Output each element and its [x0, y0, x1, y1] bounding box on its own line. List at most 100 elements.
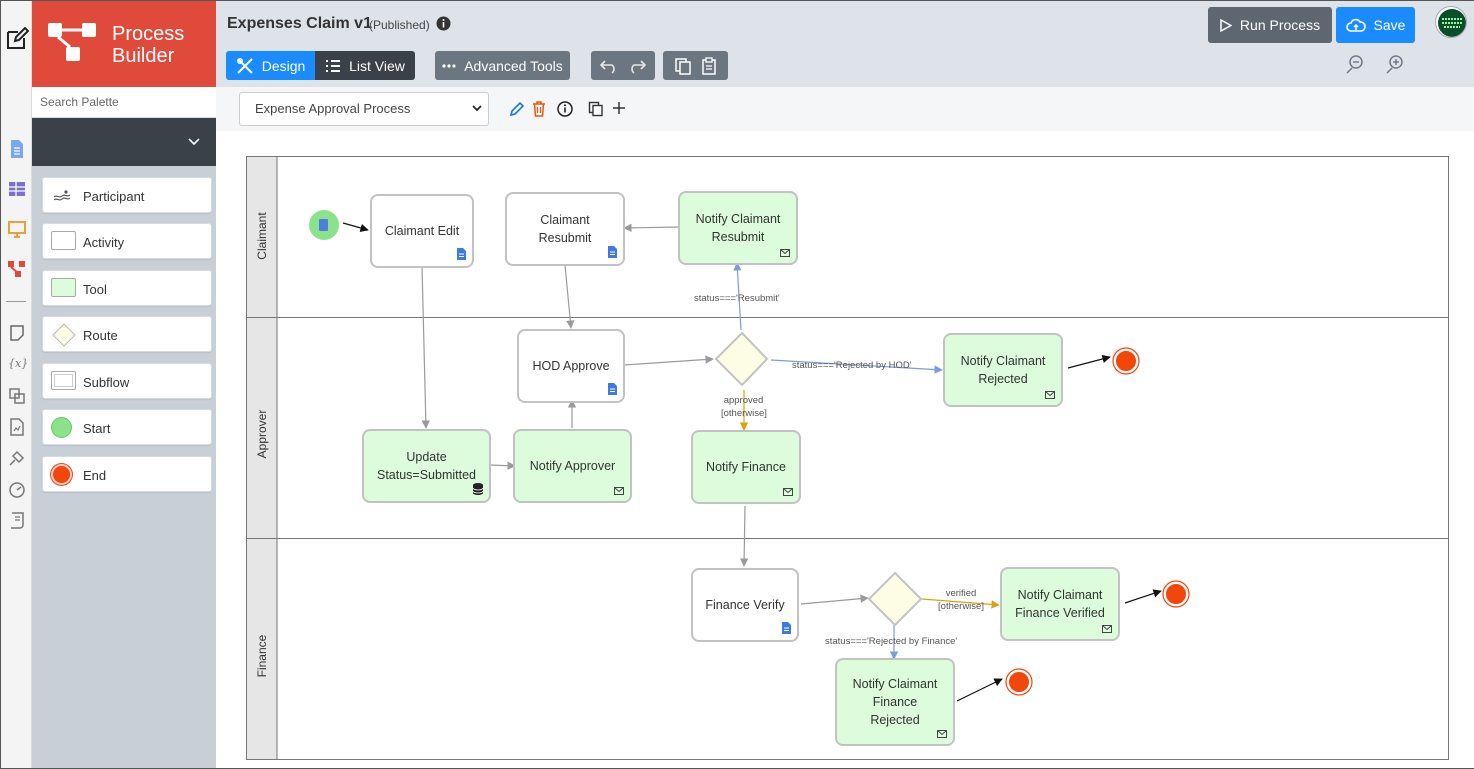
note-icon[interactable] — [7, 323, 27, 343]
copy-icon[interactable] — [674, 57, 692, 75]
design-tab[interactable]: Design — [226, 51, 315, 80]
palette-item-subflow[interactable]: Subflow — [42, 363, 212, 399]
email-icon — [614, 487, 624, 495]
paste-icon[interactable] — [700, 56, 718, 75]
advanced-tools-label: Advanced Tools — [464, 57, 563, 74]
email-icon — [783, 488, 793, 496]
report-icon[interactable] — [7, 417, 27, 437]
run-process-label: Run Process — [1239, 17, 1321, 33]
save-button[interactable]: Save — [1336, 7, 1415, 43]
palette-item-start[interactable]: Start — [42, 409, 212, 445]
transition-label[interactable]: status==='Rejected by Finance' — [825, 636, 958, 647]
chevron-down-icon — [188, 138, 200, 146]
add-process-icon[interactable] — [612, 101, 626, 115]
palette-item-participant[interactable]: Participant — [42, 177, 212, 213]
userview-icon[interactable] — [7, 219, 27, 239]
form-icon — [608, 246, 617, 258]
edit-icon[interactable] — [5, 27, 29, 51]
palette-item-label: Activity — [83, 235, 125, 250]
end-node[interactable] — [1114, 349, 1138, 373]
participant-icon — [53, 190, 71, 201]
tool-notify-approver[interactable]: Notify Approver — [513, 429, 632, 503]
chevron-down-icon — [472, 105, 482, 112]
form-icon[interactable] — [7, 139, 27, 159]
end-node[interactable] — [1164, 582, 1188, 606]
palette-item-activity[interactable]: Activity — [42, 223, 212, 259]
palette-search-input[interactable] — [32, 87, 216, 118]
start-icon — [51, 417, 72, 438]
palette-item-label: Start — [83, 421, 111, 436]
form-icon — [457, 248, 466, 260]
node-label: Claimant Edit — [384, 224, 460, 238]
undo-icon[interactable] — [599, 58, 619, 74]
palette-list: Participant Activity Tool Route Subflow … — [32, 166, 246, 768]
tool-notify-finance[interactable]: Notify Finance — [691, 430, 801, 504]
performance-icon[interactable] — [7, 479, 27, 499]
palette-item-end[interactable]: End — [42, 456, 212, 492]
process-builder-logo-icon — [48, 23, 96, 61]
palette-item-label: Subflow — [83, 375, 130, 390]
activity-claimant-resubmit[interactable]: Claimant Resubmit — [505, 192, 625, 266]
tool-notify-claimant-resubmit[interactable]: Notify Claimant Resubmit — [678, 191, 798, 265]
side-icon-bar: {x} — [1, 1, 32, 768]
lane-label-claimant: Claimant — [255, 212, 269, 260]
gateway-route-approver[interactable] — [714, 331, 769, 387]
logs-icon[interactable] — [7, 510, 27, 530]
translate-icon[interactable] — [7, 386, 27, 406]
redo-icon[interactable] — [627, 58, 647, 74]
delete-process-icon[interactable] — [532, 101, 546, 117]
transition-label-verified[interactable]: verified [otherwise] — [936, 587, 986, 613]
zoom-in-icon[interactable] — [1385, 54, 1405, 74]
activity-claimant-edit[interactable]: Claimant Edit — [370, 194, 474, 268]
cloud-upload-icon — [1345, 18, 1366, 32]
node-label: Notify Claimant Finance Rejected — [852, 677, 938, 727]
transition-label-approved[interactable]: approved [otherwise] — [721, 394, 767, 420]
transition-label[interactable]: status==='Resubmit' — [694, 293, 780, 304]
zoom-out-icon[interactable] — [1345, 54, 1365, 74]
palette-item-label: Participant — [83, 189, 145, 204]
transition-otherwise: [otherwise] — [721, 408, 767, 419]
tool-notify-claimant-finance-verified[interactable]: Notify Claimant Finance Verified — [1000, 567, 1120, 641]
node-label: Update Status=Submitted — [376, 450, 477, 482]
variable-icon[interactable]: {x} — [7, 353, 27, 373]
process-info-icon[interactable] — [557, 101, 573, 117]
avatar[interactable] — [1435, 6, 1467, 38]
palette-item-route[interactable]: Route — [42, 316, 212, 352]
activity-finance-verify[interactable]: Finance Verify — [691, 568, 799, 642]
transition-condition: approved — [723, 395, 764, 406]
lane-header-column — [247, 157, 277, 759]
activity-hod-approve[interactable]: HOD Approve — [517, 329, 625, 403]
copy-paste-group — [663, 51, 728, 80]
process-select[interactable]: Expense Approval Process — [239, 92, 489, 126]
duplicate-process-icon[interactable] — [588, 101, 604, 117]
brand-logo-area[interactable]: Process Builder — [32, 1, 216, 87]
brand-line1: Process — [112, 23, 185, 45]
list-view-tab[interactable]: List View — [315, 51, 415, 80]
palette-item-label: Route — [83, 328, 118, 343]
tool-icon — [51, 278, 76, 297]
palette-item-tool[interactable]: Tool — [42, 270, 212, 306]
palette-category-dropdown[interactable] — [32, 118, 216, 166]
datalist-icon[interactable] — [7, 179, 27, 199]
advanced-tools-button[interactable]: Advanced Tools — [435, 51, 570, 80]
email-icon — [1045, 391, 1055, 399]
info-icon[interactable] — [436, 16, 451, 31]
end-node[interactable] — [1007, 670, 1031, 694]
run-process-button[interactable]: Run Process — [1208, 7, 1332, 43]
design-canvas[interactable]: Claimant Approver Finance Claimant Edit … — [216, 131, 1474, 768]
transition-label[interactable]: status==='Rejected by HOD' — [792, 360, 912, 371]
edit-process-icon[interactable] — [509, 101, 525, 117]
divider — [6, 301, 26, 302]
status-badge: (Published) — [369, 18, 430, 32]
tool-notify-claimant-finance-rejected[interactable]: Notify Claimant Finance Rejected — [835, 658, 955, 746]
process-subbar: Expense Approval Process — [216, 87, 1474, 131]
svg-text:{x}: {x} — [8, 357, 27, 370]
tool-update-status[interactable]: Update Status=Submitted — [362, 429, 491, 503]
tool-notify-claimant-rejected[interactable]: Notify Claimant Rejected — [943, 333, 1063, 407]
end-icon — [51, 464, 72, 485]
gateway-route-finance[interactable] — [867, 571, 923, 627]
plugin-icon[interactable] — [7, 448, 27, 468]
process-icon[interactable] — [7, 259, 27, 279]
list-view-label: List View — [349, 57, 405, 74]
start-form-icon — [319, 219, 328, 231]
